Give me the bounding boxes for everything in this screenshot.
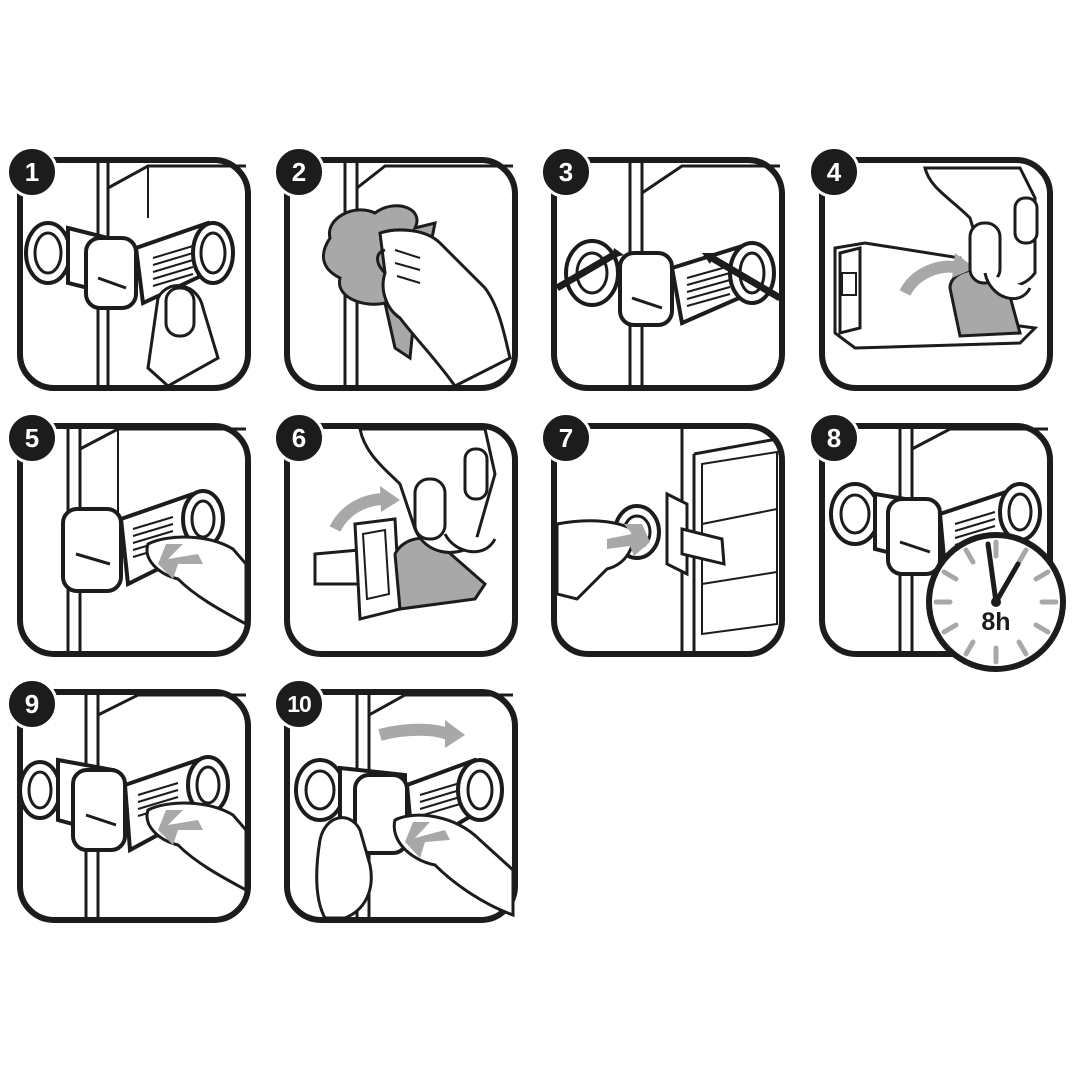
step-1-panel: 1 <box>6 146 251 391</box>
step-number-badge: 2 <box>273 146 325 198</box>
step-number-badge: 1 <box>6 146 58 198</box>
step-3-panel: 3 <box>540 146 785 391</box>
step-2-illustration <box>284 157 518 391</box>
step-number-badge: 6 <box>273 412 325 464</box>
step-6-panel: 6 <box>273 412 518 657</box>
step-7-illustration <box>551 423 785 657</box>
step-2-panel: 2 <box>273 146 518 391</box>
step-10-illustration <box>284 689 518 923</box>
step-10-panel: 10 <box>273 678 518 923</box>
step-number-badge: 5 <box>6 412 58 464</box>
step-5-panel: 5 <box>6 412 251 657</box>
step-1-illustration <box>17 157 251 391</box>
step-7-panel: 7 <box>540 412 785 657</box>
step-9-illustration <box>17 689 251 923</box>
step-3-illustration <box>551 157 785 391</box>
clock-icon <box>926 532 1066 672</box>
clock-duration-label: 8h <box>981 608 1011 636</box>
step-9-panel: 9 <box>6 678 251 923</box>
step-number-badge: 3 <box>540 146 592 198</box>
step-number-badge: 10 <box>273 678 325 730</box>
step-5-illustration <box>17 423 251 657</box>
step-number-badge: 9 <box>6 678 58 730</box>
step-6-illustration <box>284 423 518 657</box>
step-number-badge: 8 <box>808 412 860 464</box>
step-number-badge: 4 <box>808 146 860 198</box>
step-4-illustration <box>819 157 1053 391</box>
step-number-badge: 7 <box>540 412 592 464</box>
step-4-panel: 4 <box>808 146 1053 391</box>
